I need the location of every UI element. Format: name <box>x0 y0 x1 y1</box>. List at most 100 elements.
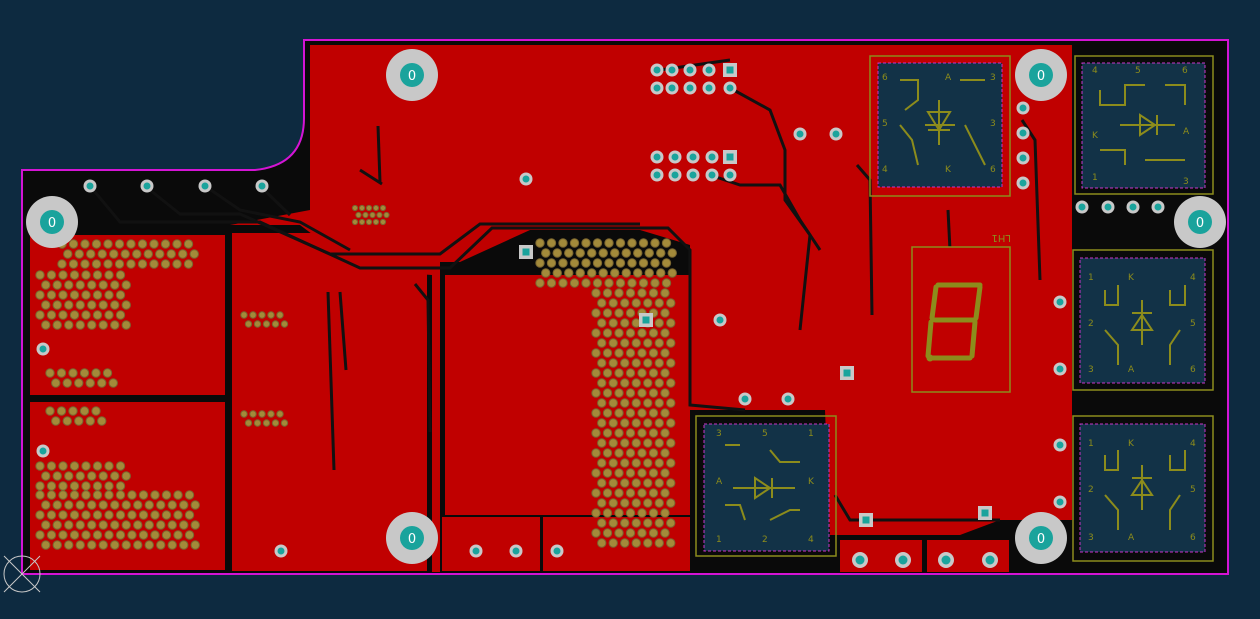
via-pad <box>167 500 177 510</box>
via-pad <box>150 490 160 500</box>
via-pad <box>127 510 137 520</box>
via-pad <box>244 419 253 427</box>
via-pad <box>110 471 120 481</box>
via-pad <box>383 211 390 219</box>
via-pad <box>625 528 636 538</box>
relay-pin-label: 4 <box>808 535 814 545</box>
via-pad <box>253 320 262 328</box>
via-pad <box>150 530 160 540</box>
via-pad <box>68 239 79 249</box>
relay-top-center[interactable]: 6 A 3 5 3 4 K 6 <box>869 55 1011 197</box>
via-pad <box>104 290 114 300</box>
via-pad <box>161 530 172 540</box>
via-pad <box>654 378 664 388</box>
copper-pours <box>30 45 1072 572</box>
via-pad <box>620 398 630 408</box>
via-pad <box>64 471 74 481</box>
via-pad <box>546 238 557 248</box>
via-pad <box>190 540 200 550</box>
relay-top-right[interactable]: 4 5 6 K A 1 3 <box>1074 55 1214 195</box>
via-pad <box>97 378 107 388</box>
via-pad <box>179 500 189 510</box>
via-pad <box>591 368 601 378</box>
via-pad <box>81 461 91 471</box>
seven-segment-display[interactable]: LH1 <box>911 232 1011 393</box>
via-pad <box>666 338 676 348</box>
via-pad <box>608 538 618 548</box>
via-pad <box>127 490 137 500</box>
via-pad <box>597 498 607 508</box>
via-pad <box>92 290 103 300</box>
via-pad <box>631 438 641 448</box>
via-pad <box>604 238 614 248</box>
via-pad <box>643 298 653 308</box>
via-pad <box>643 478 653 488</box>
relay-pin-label: 5 <box>1190 485 1196 495</box>
traces <box>88 58 1042 522</box>
via-pad <box>614 288 624 298</box>
via-pad <box>58 461 68 471</box>
via-pad <box>648 348 659 358</box>
relay-bottom-right[interactable]: 1 K 4 2 5 3 A 6 <box>1072 415 1214 562</box>
via-pad <box>620 518 630 528</box>
via-pad <box>602 508 613 518</box>
via-pad <box>666 518 676 528</box>
via-pad <box>591 488 601 498</box>
via-pad <box>138 490 149 500</box>
mounting-hole-icon[interactable]: 0 <box>386 512 438 564</box>
via-pad <box>68 368 78 378</box>
mounting-hole-icon[interactable]: 0 <box>26 196 78 248</box>
via-pad <box>625 288 636 298</box>
via-pad <box>52 520 62 530</box>
via-pad <box>271 419 280 427</box>
via-pad <box>602 288 613 298</box>
relay-pin-label: 1 <box>1092 173 1098 183</box>
relay-pin-label: 3 <box>1088 365 1094 375</box>
via-pad <box>75 280 85 290</box>
via-pad <box>351 204 359 212</box>
relay-mid-right[interactable]: 1 K 4 2 5 3 A 6 <box>1072 249 1214 391</box>
via-pad <box>81 530 91 540</box>
via-pad <box>189 249 199 259</box>
via-pad <box>75 471 85 481</box>
via-pad <box>608 358 618 368</box>
diode-icon <box>926 100 952 145</box>
via-pad <box>161 510 172 520</box>
via-pad <box>620 458 630 468</box>
relay-bottom-center[interactable]: 3 5 1 A K 1 2 4 <box>695 415 837 557</box>
relay-pin-label: 4 <box>1092 66 1098 76</box>
mounting-hole-icon[interactable]: 0 <box>1015 49 1067 101</box>
via-pad <box>627 238 637 248</box>
mounting-hole-icon[interactable]: 0 <box>386 49 438 101</box>
mounting-hole-icon[interactable]: 0 <box>1015 512 1067 564</box>
via-pad <box>103 239 113 249</box>
via-pad <box>35 290 45 300</box>
via-pad <box>98 471 108 481</box>
relay-pin-label: 2 <box>762 535 768 545</box>
via-pad <box>666 478 676 488</box>
via-pad <box>643 538 653 548</box>
via-pad <box>558 238 568 248</box>
via-pad <box>621 248 631 258</box>
via-pad <box>133 500 143 510</box>
mounting-hole-icon[interactable]: 0 <box>1174 196 1226 248</box>
via-pad <box>597 338 607 348</box>
relay-pin-label: 2 <box>1088 319 1094 329</box>
via-pad <box>184 530 195 540</box>
via-pad <box>660 468 670 478</box>
via-pad <box>667 268 677 278</box>
via-pad <box>597 378 607 388</box>
via-pad <box>602 328 613 338</box>
via-pad <box>654 438 664 448</box>
via-pad <box>98 500 108 510</box>
via-pad <box>661 258 672 268</box>
via-pad <box>608 378 618 388</box>
via-pad <box>150 510 160 520</box>
via-pad <box>575 268 585 278</box>
via-pad <box>656 268 666 278</box>
via-pad <box>643 498 653 508</box>
via-pad <box>597 478 607 488</box>
via-pad <box>569 278 580 288</box>
via-pad <box>614 448 624 458</box>
